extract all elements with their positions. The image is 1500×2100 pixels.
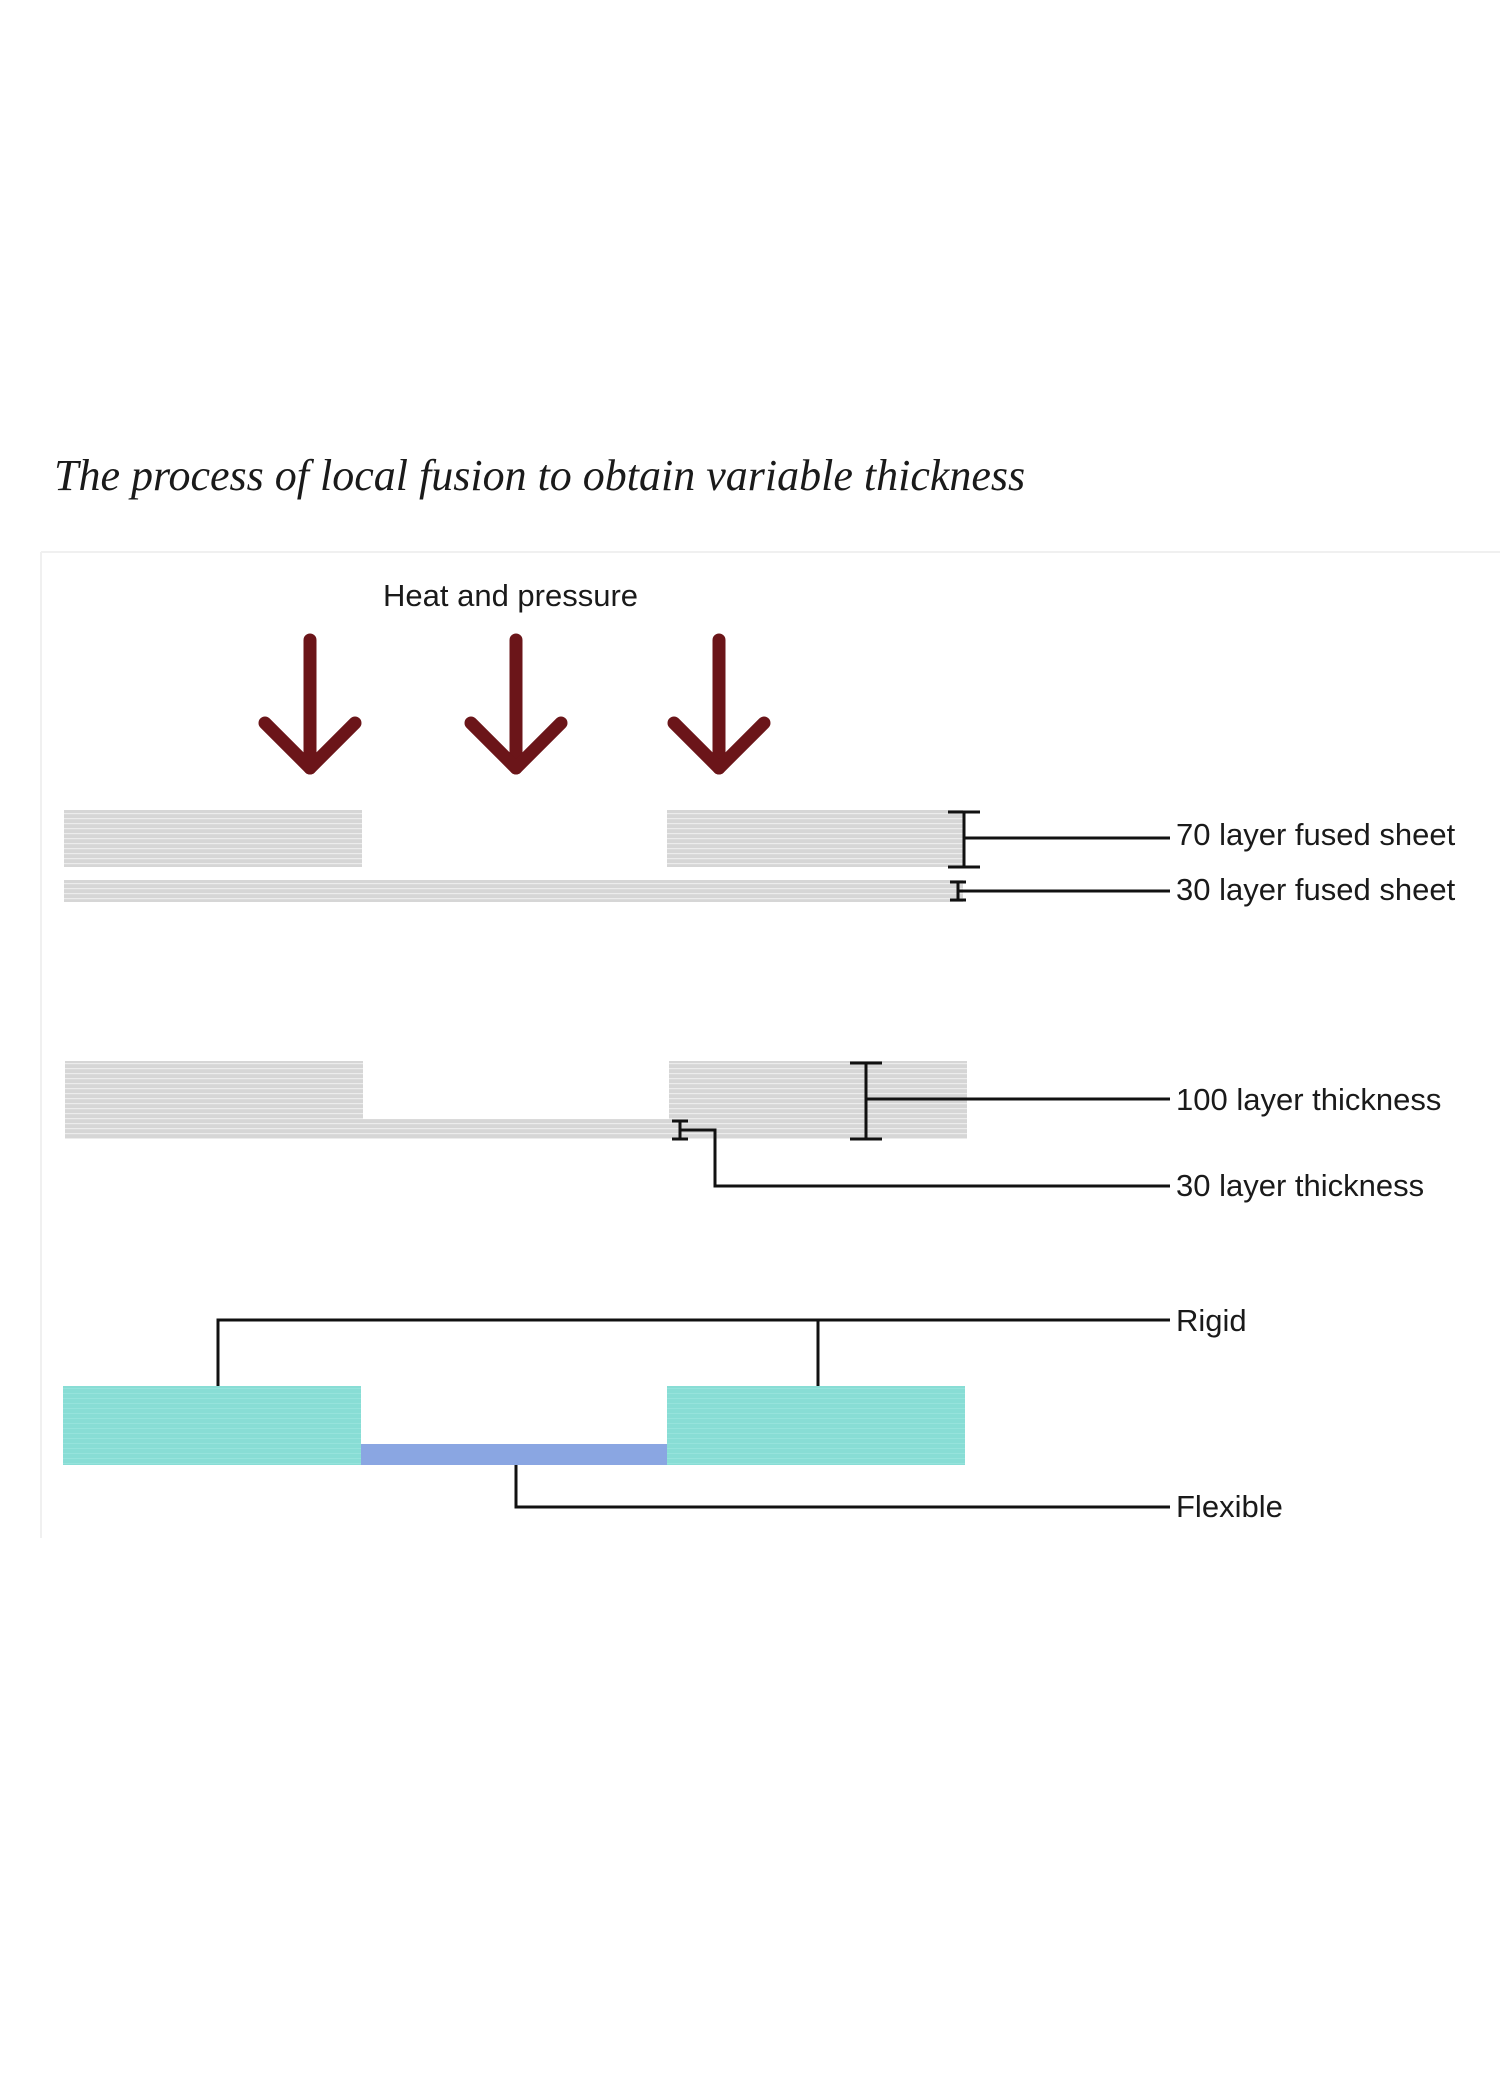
down-arrow-icon <box>667 633 771 775</box>
stage-2-dimensions <box>672 1061 1170 1188</box>
label-70-layer-fused-sheet: 70 layer fused sheet <box>1176 817 1456 852</box>
rigid-block-right <box>667 1386 965 1465</box>
fused-sheet-70-left <box>64 810 362 867</box>
dimension-70-layer <box>948 810 1170 869</box>
fused-block-left <box>65 1061 363 1119</box>
label-rigid: Rigid <box>1176 1303 1247 1338</box>
heat-arrows <box>258 633 771 775</box>
label-30-layer-thickness: 30 layer thickness <box>1176 1168 1424 1203</box>
label-30-layer-fused-sheet: 30 layer fused sheet <box>1176 872 1456 907</box>
flexible-section <box>361 1444 667 1465</box>
rigid-block-left <box>63 1386 361 1465</box>
label-flexible: Flexible <box>1176 1489 1283 1524</box>
dimension-100-layer <box>850 1061 1170 1141</box>
fused-sheet-70-right <box>667 810 963 867</box>
diagram-frame <box>40 551 1500 1538</box>
heat-pressure-label: Heat and pressure <box>383 578 638 613</box>
stage-1-dimensions <box>948 810 1170 902</box>
page-title: The process of local fusion to obtain va… <box>54 451 1026 500</box>
fused-sheet-30 <box>64 880 963 902</box>
fused-thin-section <box>65 1119 669 1139</box>
stage-1-sheets <box>64 810 963 902</box>
down-arrow-icon <box>464 633 568 775</box>
stage-3-result <box>63 1386 965 1465</box>
stage-3-leaders <box>216 1318 1170 1509</box>
label-100-layer-thickness: 100 layer thickness <box>1176 1082 1441 1117</box>
dimension-30-layer-thickness <box>672 1119 1170 1188</box>
flexible-leader <box>514 1465 1170 1509</box>
dimension-30-layer <box>950 880 1170 902</box>
rigid-leader <box>216 1318 1170 1386</box>
stage-2-fused <box>65 1061 967 1139</box>
down-arrow-icon <box>258 633 362 775</box>
